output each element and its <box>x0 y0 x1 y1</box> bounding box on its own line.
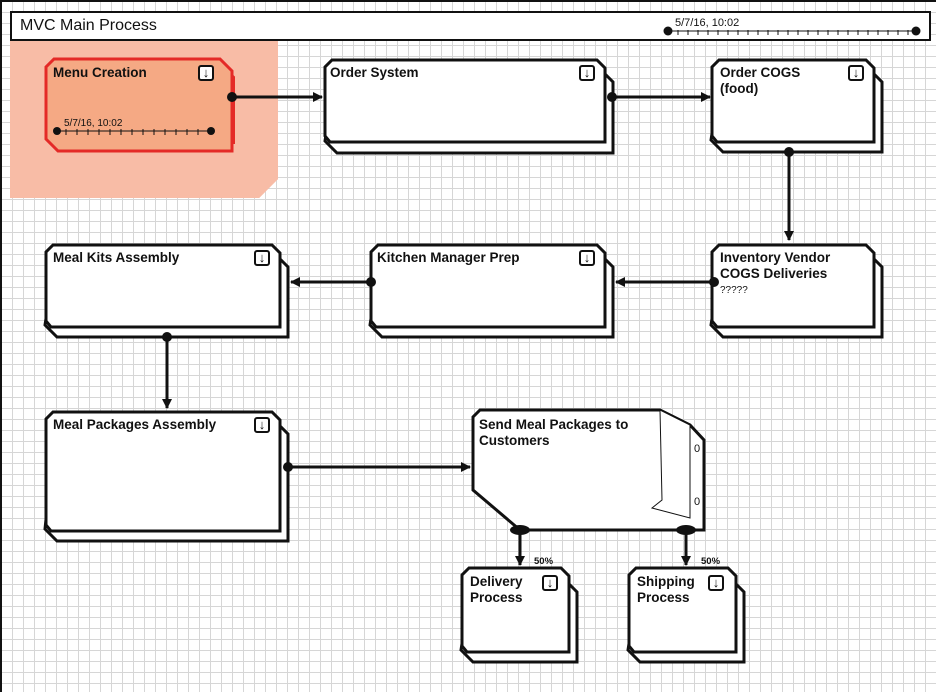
port-order-out[interactable] <box>607 92 617 102</box>
left-border <box>0 0 2 692</box>
shipping-label: Shipping Process <box>637 574 695 605</box>
delivery-percent: 50% <box>534 556 554 567</box>
timeline-handle-start[interactable] <box>663 26 673 36</box>
inventory-vendor-note: ????? <box>720 285 748 296</box>
box-send-meal[interactable] <box>471 408 706 535</box>
port-packages-out[interactable] <box>283 462 293 472</box>
order-cogs-label: Order COGS (food) <box>720 65 801 96</box>
box-order-cogs[interactable] <box>709 58 884 154</box>
box-meal-kits[interactable] <box>43 243 290 339</box>
expand-down-icon[interactable]: ↓ <box>579 250 595 266</box>
title-bar: MVC Main Process 5/7/16, 10:02 <box>10 11 931 41</box>
delivery-label: Delivery Process <box>470 574 523 605</box>
port-kitchen-out[interactable] <box>366 277 376 287</box>
order-system-label: Order System <box>330 65 419 80</box>
expand-down-icon[interactable]: ↓ <box>198 65 214 81</box>
timeline-date: 5/7/16, 10:02 <box>675 17 740 29</box>
box-meal-packages[interactable] <box>43 410 290 543</box>
send-meal-counter-top: 0 <box>694 443 701 455</box>
timeline-slider[interactable] <box>12 13 933 43</box>
expand-down-icon[interactable]: ↓ <box>579 65 595 81</box>
meal-packages-label: Meal Packages Assembly <box>53 417 217 432</box>
inventory-vendor-label: Inventory Vendor COGS Deliveries <box>720 250 831 281</box>
timeline-handle-end[interactable] <box>911 26 921 36</box>
meal-kits-label: Meal Kits Assembly <box>53 250 180 265</box>
box-inventory-vendor[interactable] <box>709 243 884 339</box>
send-meal-label: Send Meal Packages to Customers <box>479 417 629 448</box>
expand-down-icon[interactable]: ↓ <box>542 575 558 591</box>
expand-down-icon[interactable]: ↓ <box>708 575 724 591</box>
expand-down-icon[interactable]: ↓ <box>254 417 270 433</box>
expand-down-icon[interactable]: ↓ <box>848 65 864 81</box>
expand-down-icon[interactable]: ↓ <box>254 250 270 266</box>
kitchen-manager-label: Kitchen Manager Prep <box>377 250 520 265</box>
menu-creation-date: 5/7/16, 10:02 <box>64 118 123 129</box>
diagram-title: MVC Main Process <box>20 17 157 34</box>
box-order-system[interactable] <box>323 58 615 155</box>
port-inventory-out[interactable] <box>709 277 719 287</box>
box-kitchen-manager[interactable] <box>368 243 615 339</box>
top-border <box>0 0 936 2</box>
port-kits-out[interactable] <box>162 332 172 342</box>
port-menu-out[interactable] <box>227 92 237 102</box>
port-cogs-out[interactable] <box>784 147 794 157</box>
box-menu-creation[interactable] <box>44 57 235 153</box>
send-meal-counter-bottom: 0 <box>694 496 701 508</box>
menu-creation-label: Menu Creation <box>53 65 147 80</box>
shipping-percent: 50% <box>701 556 721 567</box>
